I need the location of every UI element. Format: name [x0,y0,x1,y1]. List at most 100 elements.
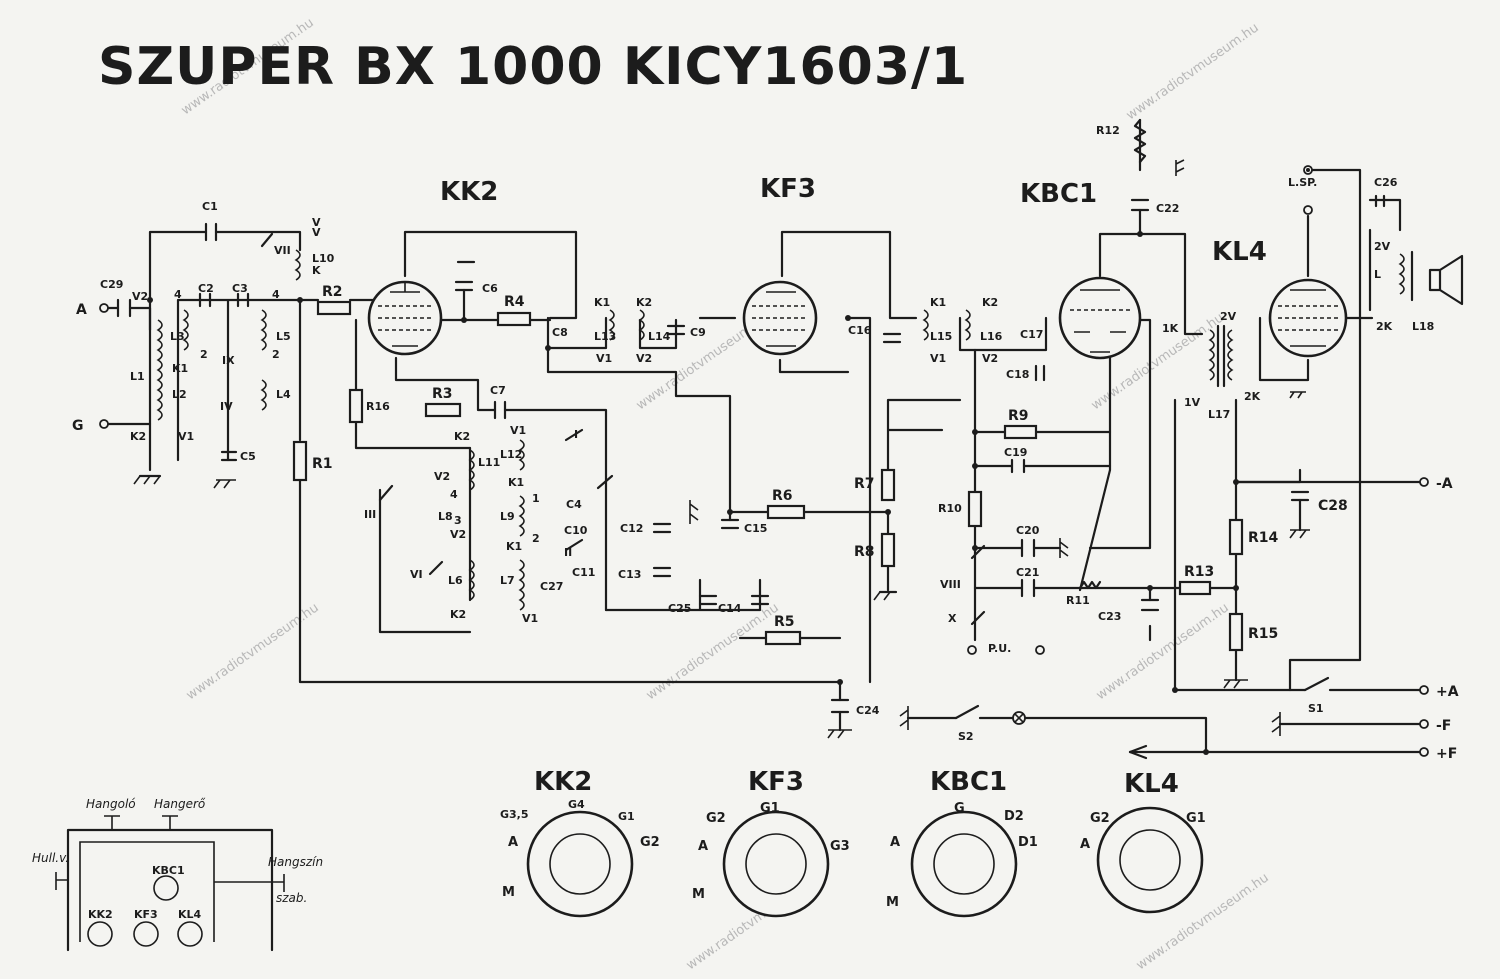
tube-kf3: KF3 [742,174,818,356]
watermark: www.radiotvmuseum.hu [644,600,782,703]
s1-label: S1 [1308,702,1324,715]
r11-label: R11 [1066,594,1090,607]
terminals: A G L.SP. P.U. -A +A -F +F [72,165,1459,762]
c3-label: C3 [232,282,248,295]
coil-l5 [260,309,267,351]
c29-label: C29 [100,278,123,291]
svg-text:A: A [698,839,708,854]
c23-label: C23 [1098,610,1121,623]
c12-label: C12 [620,522,643,535]
plus-f-label: +F [1436,746,1457,762]
capacitor-c23 [1140,598,1160,612]
c28-label: C28 [1318,498,1348,514]
capacitor-c12 [652,522,672,534]
r5-label: R5 [774,614,795,630]
c21-label: C21 [1016,566,1039,579]
plus-a-label: +A [1436,684,1459,700]
capacitor-c6 [454,280,474,292]
c10-label: C10 [564,524,588,537]
resistors: R2 R1 R4 R3 R16 R6 R5 R7 R8 R9 R10 R11 R… [292,118,1279,652]
svg-text:V1: V1 [930,352,946,365]
capacitor-c15 [720,518,740,530]
svg-text:K: K [312,264,321,277]
capacitor-c22 [1130,198,1150,212]
c9-label: C9 [690,326,706,339]
resistor-r4 [496,311,532,327]
svg-text:G3: G3 [830,839,850,854]
l5-label: L5 [276,330,291,343]
coil-l17-primary [1208,329,1215,381]
c24-label: C24 [856,704,880,717]
resistor-r5 [764,630,802,646]
l11-label: L11 [478,456,500,469]
ground-icon [1289,391,1306,399]
l8-label: L8 [438,510,453,523]
socket-view-kbc1: KBC1 G D2 A D1 M [886,767,1038,918]
coil-l16 [964,309,971,341]
l12-label: L12 [500,448,522,461]
l17-label: L17 [1208,408,1230,421]
coil-l17-secondary [1227,329,1234,381]
antenna-label: A [76,302,87,318]
svg-text:V: V [312,226,321,239]
tube-label-kbc1: KBC1 [1020,179,1097,209]
coil-l7 [518,559,525,611]
socket-title-kk2: KK2 [534,767,592,797]
svg-text:KL4: KL4 [178,908,202,921]
svg-text:K1: K1 [594,296,610,309]
capacitor-c9 [666,324,686,336]
r6-label: R6 [772,488,793,504]
capacitor-c4 [596,474,614,490]
l1-label: L1 [130,370,145,383]
c4-label: C4 [566,498,582,511]
svg-text:M: M [502,885,515,900]
c27-label: C27 [540,580,563,593]
switch-iii-label: III [364,508,376,521]
socket-view-kf3: KF3 G2 G1 A G3 M [692,767,850,918]
resistor-r13 [1178,580,1212,596]
switch-vii [260,232,274,248]
knob-label-tuning: Hangoló [86,797,136,811]
resistor-r15 [1228,612,1244,652]
svg-text:4: 4 [174,288,182,301]
switch-ii-label: II [564,546,572,559]
ground-icon [1223,679,1248,689]
c8-label: C8 [552,326,568,339]
coil-l6 [468,559,475,601]
capacitor-c2 [198,292,212,308]
c1-label: C1 [202,200,218,213]
socket-view-kk2: KK2 G3,5 G4 G1 A G2 M [500,767,660,918]
socket-view-kl4: KL4 G2 G1 A [1080,769,1206,914]
svg-text:K1: K1 [930,296,946,309]
junction-dots [147,168,1310,755]
svg-text:A: A [1080,837,1090,852]
svg-text:V1: V1 [510,424,526,437]
svg-text:KBC1: KBC1 [152,864,185,877]
resistor-r16 [348,388,364,424]
s2-label: S2 [958,730,974,743]
ground-icon [827,729,852,739]
r4-label: R4 [504,294,525,310]
svg-text:K2: K2 [130,430,146,443]
capacitor-c21 [1020,578,1036,598]
tone-control-label: Hangszín [268,855,323,869]
resistor-r9 [1003,424,1038,440]
svg-text:G2: G2 [706,811,726,826]
l10-label: L10 [312,252,335,265]
switch-vi-label: VI [410,568,423,581]
capacitor-c14 [750,594,770,606]
coil-l3 [182,309,189,351]
capacitor-c18 [1034,364,1046,382]
resistor-r10 [967,490,983,528]
socket-title-kl4: KL4 [1124,769,1179,799]
resistor-r12 [1133,118,1147,164]
chassis-panel: Hangoló Hangerő Hull.v. Hangszín szab. K… [32,797,323,952]
c13-label: C13 [618,568,641,581]
c19-label: C19 [1004,446,1027,459]
svg-text:2: 2 [272,348,280,361]
coil-l13 [608,309,615,341]
svg-text:V2: V2 [636,352,652,365]
svg-text:2K: 2K [1244,390,1261,403]
switch-x-label: X [948,612,957,625]
resistor-r3 [424,402,462,418]
